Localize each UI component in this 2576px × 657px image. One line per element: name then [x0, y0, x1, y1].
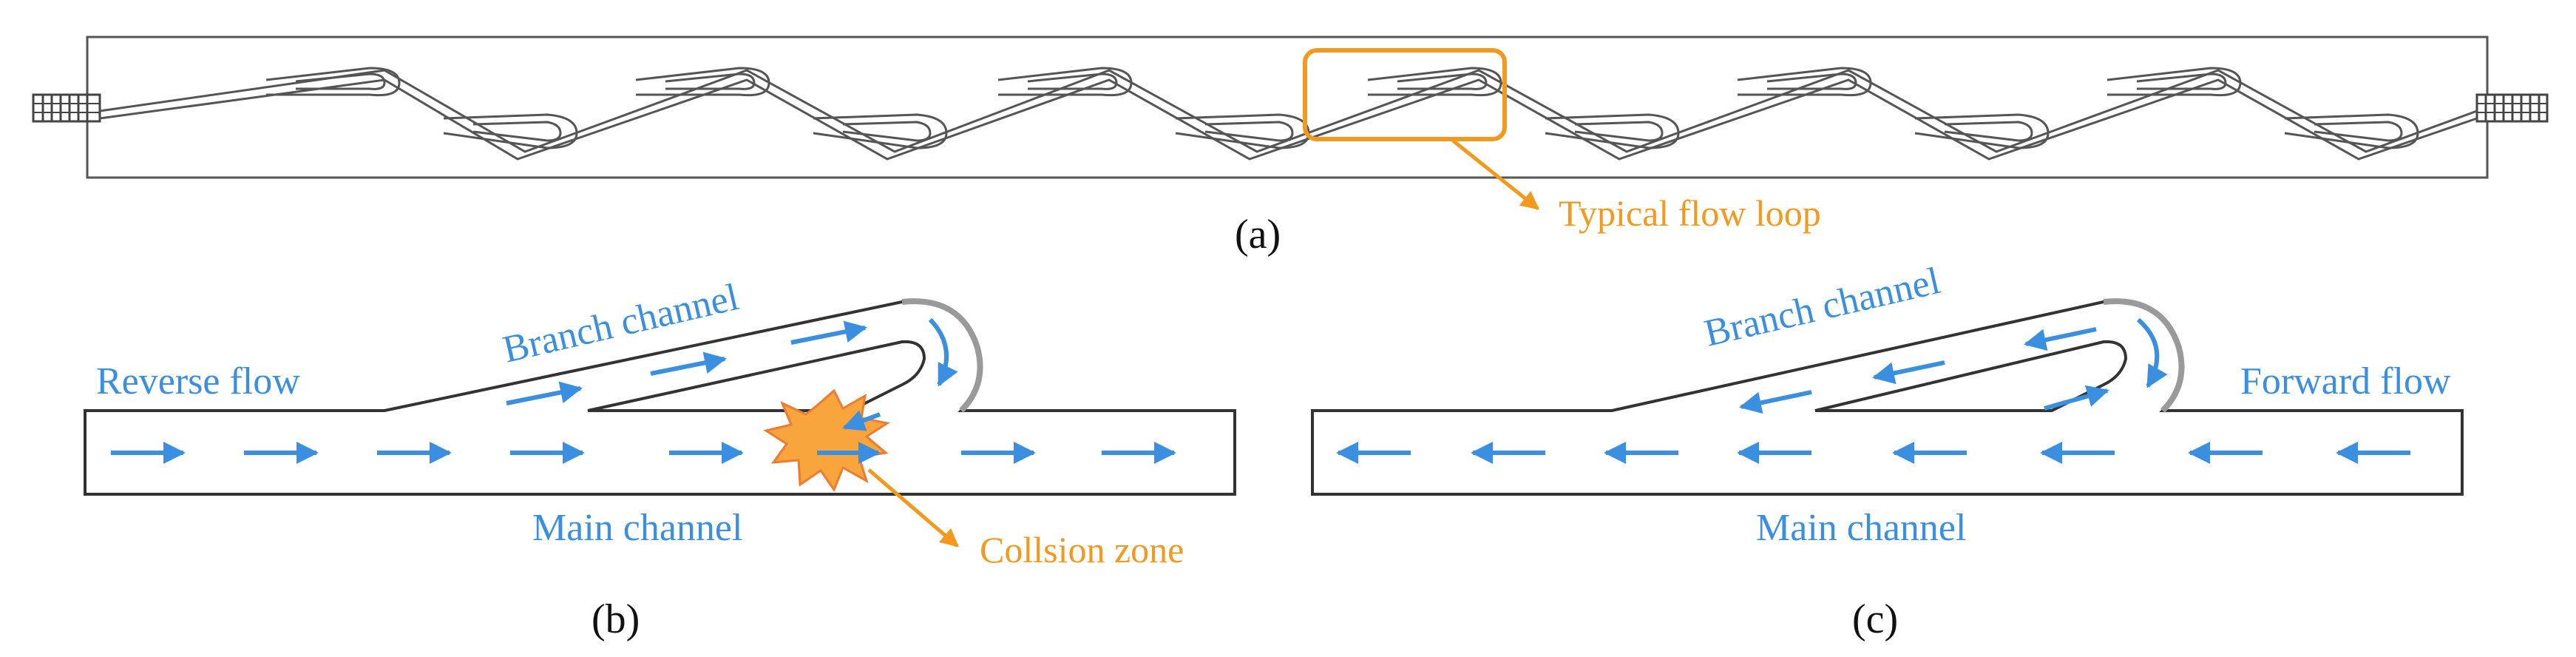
b-main-channel-label: Main channel: [532, 507, 742, 549]
c-branch-channel-label: Branch channel: [1701, 260, 1944, 355]
left-connector-icon: [32, 93, 101, 123]
panel-a: Typical flow loop (a): [32, 36, 2549, 257]
b-branch-flow-arrows: [506, 320, 867, 405]
valve-body-outline: [86, 36, 2489, 179]
b-collision-zone-label: Collsion zone: [980, 529, 1184, 570]
panel-a-label: (a): [1235, 212, 1281, 257]
typical-flow-loop-label: Typical flow loop: [1559, 192, 1821, 234]
c-bend-arrow: [2136, 317, 2168, 388]
b-bend-arrow: [928, 317, 958, 387]
c-forward-flow-label: Forward flow: [2240, 360, 2451, 402]
c-main-channel-label: Main channel: [1756, 507, 1966, 549]
lower-loops: [443, 113, 2419, 149]
b-reverse-flow-label: Reverse flow: [96, 360, 300, 402]
b-inner-island: [587, 340, 926, 412]
c-branch-flow-arrows: [1739, 327, 2109, 414]
upper-loops: [265, 67, 2242, 97]
panel-c: Branch channel Forward flow Main channel…: [1311, 260, 2464, 642]
zigzag-channel: [99, 69, 2478, 161]
panel-b-label: (b): [592, 596, 640, 642]
panel-c-label: (c): [1852, 596, 1898, 642]
collision-callout-arrow: [867, 468, 959, 548]
c-inner-island: [1814, 340, 2128, 412]
typical-loop-highlight: [1303, 48, 1507, 141]
panel-b: Reverse flow Branch channel Main channel…: [84, 276, 1236, 642]
typical-loop-callout-arrow: [1451, 139, 1539, 210]
right-connector-icon: [2475, 93, 2549, 123]
